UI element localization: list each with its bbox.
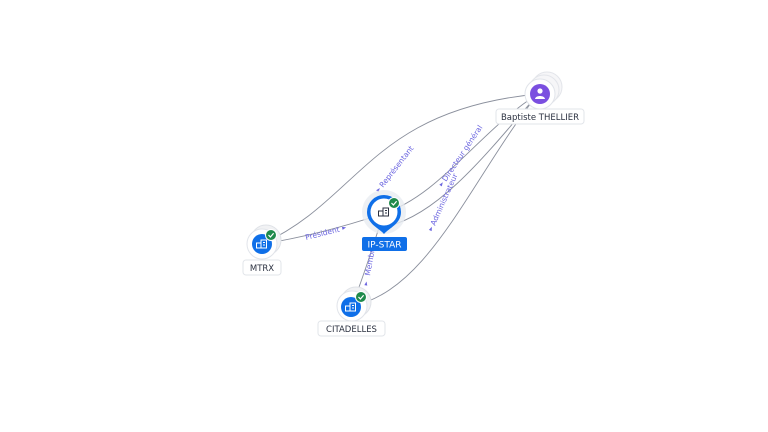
node-label-mtrx: MTRX (250, 264, 274, 274)
node-mtrx[interactable]: MTRX (242, 224, 282, 276)
arrow-icon (341, 226, 347, 230)
edge-label-directeur-general: Directeur général (439, 124, 484, 187)
person-icon (535, 88, 545, 99)
verified-icon (355, 291, 367, 303)
building-icon (345, 302, 356, 312)
building-icon (256, 239, 267, 249)
node-ipstar[interactable]: IP-STAR (362, 190, 407, 251)
arrow-icon (364, 281, 368, 286)
verified-icon (265, 229, 277, 241)
node-person[interactable]: Baptiste THELLIER (495, 71, 585, 125)
verified-icon (388, 197, 400, 209)
arrow-icon (439, 182, 443, 187)
node-citadelles[interactable]: CITADELLES (317, 286, 386, 337)
arrow-icon (376, 188, 380, 193)
edge-label-representant: Représentant (376, 144, 416, 193)
arrow-icon (428, 226, 432, 232)
node-label-person: Baptiste THELLIER (501, 113, 579, 123)
building-icon (378, 207, 389, 217)
svg-text:Directeur général: Directeur général (440, 124, 484, 184)
edge-label-president: Président (304, 225, 347, 242)
edge-mtrx-person (261, 93, 539, 245)
node-label-ipstar: IP-STAR (367, 241, 401, 251)
node-label-citadelles: CITADELLES (326, 325, 377, 335)
edge-citadelles-person (351, 93, 539, 307)
svg-text:Président: Président (304, 225, 340, 242)
